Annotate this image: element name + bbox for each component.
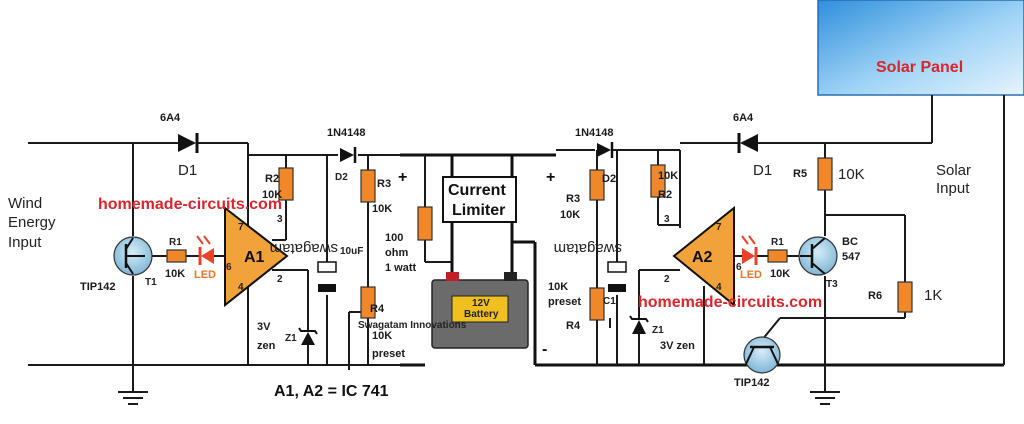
left-r3-value: 10K — [372, 203, 392, 215]
solar-panel-label: Solar Panel — [876, 59, 963, 76]
battery — [431, 272, 529, 349]
right-r3-name: R3 — [566, 193, 580, 205]
current-limiter-line1: Current — [448, 182, 506, 199]
left-r2-value: 10K — [262, 189, 282, 201]
opamp-a2 — [672, 205, 735, 308]
right-mirror-watermark: swagatam — [554, 240, 622, 257]
right-r4-type: preset — [548, 296, 581, 308]
left-r3-name: R3 — [377, 178, 391, 190]
a2-pin2: 2 — [664, 274, 670, 285]
current-limiter-box — [442, 176, 517, 223]
left-diode-1n4148 — [340, 147, 357, 163]
right-r3-value: 10K — [560, 209, 580, 221]
right-r6-name: R6 — [868, 290, 882, 302]
t1-label: T1 — [145, 277, 157, 288]
current-limiter-line2: Limiter — [452, 202, 505, 219]
left-z1-label: Z1 — [285, 333, 297, 344]
led-right — [741, 235, 758, 265]
tip142-right-label: TIP142 — [734, 377, 769, 389]
right-r5-name: R5 — [793, 168, 807, 180]
a1-pin6: 6 — [226, 262, 232, 273]
a1-pin3: 3 — [277, 214, 283, 225]
t3-label: T3 — [826, 279, 838, 290]
right-c1-label: C1 — [603, 296, 616, 307]
bc547-line1: BC — [842, 236, 858, 248]
left-brand-text: Swagatam Innovations — [358, 320, 467, 331]
transistor-t3 — [798, 236, 838, 276]
left-r4-type: preset — [372, 348, 405, 360]
capacitors — [317, 261, 627, 292]
right-d1-label: D1 — [753, 162, 772, 179]
right-r1-name: R1 — [771, 237, 784, 248]
right-6a4-label: 6A4 — [733, 112, 754, 124]
resistor-100-line2: ohm — [385, 247, 408, 259]
a1-pin4: 4 — [238, 282, 244, 293]
a2-pin3: 3 — [664, 214, 670, 225]
battery-line1: 12V — [472, 298, 490, 309]
left-d2-label: D2 — [335, 172, 348, 183]
bc547-line2: 547 — [842, 251, 860, 263]
a1-pin2: 2 — [277, 274, 283, 285]
right-plus-label: + — [546, 169, 555, 186]
left-diode-6a4 — [178, 133, 199, 153]
solar-panel: Solar Panel — [817, 0, 1024, 96]
right-led-label: LED — [740, 269, 762, 281]
battery-line2: Battery — [464, 309, 499, 320]
resistors — [166, 157, 913, 321]
watermark-right: homemade-circuits.com — [638, 294, 822, 311]
opamp-a1 — [224, 205, 289, 308]
ic-note: A1, A2 = IC 741 — [274, 383, 389, 400]
right-r6-value: 1K — [924, 287, 942, 304]
left-r1-value: 10K — [165, 268, 185, 280]
wind-input-line2: Energy — [8, 214, 56, 231]
right-minus-label: - — [542, 341, 547, 358]
left-cap-label: 10uF — [340, 246, 363, 257]
left-zener-zen: zen — [257, 340, 276, 352]
wind-input-line3: Input — [8, 234, 42, 251]
left-mirror-watermark: swagatam — [270, 240, 338, 257]
right-zener-label: 3V zen — [660, 340, 695, 352]
a2-label: A2 — [692, 249, 713, 266]
transistor-tip142-right — [743, 336, 781, 374]
a2-pin4: 4 — [716, 282, 722, 293]
resistor-100-line3: 1 watt — [385, 262, 417, 274]
left-plus-label: + — [398, 169, 407, 186]
transistor-t1 — [113, 236, 153, 276]
right-z1-label: Z1 — [652, 325, 664, 336]
a1-pin7: 7 — [238, 222, 244, 233]
watermark-left: homemade-circuits.com — [98, 196, 282, 213]
a1-label: A1 — [244, 249, 265, 266]
right-r5-value: 10K — [838, 166, 865, 183]
left-r1-name: R1 — [169, 237, 182, 248]
solar-input-line1: Solar — [936, 162, 971, 179]
right-r4-name: R4 — [566, 320, 581, 332]
left-r4-value: 10K — [372, 330, 392, 342]
left-led-label: LED — [194, 269, 216, 281]
right-diode-6a4 — [737, 133, 758, 153]
wind-input-line1: Wind — [8, 195, 42, 212]
left-zener-3v: 3V — [257, 321, 271, 333]
right-r2-name: R2 — [658, 189, 672, 201]
right-r2-value: 10K — [658, 170, 678, 182]
left-d1-label: D1 — [178, 162, 197, 179]
a2-pin6: 6 — [736, 262, 742, 273]
resistor-100-line1: 100 — [385, 232, 403, 244]
tip142-left-label: TIP142 — [80, 281, 115, 293]
wiring — [28, 95, 1005, 405]
right-diode-1n4148 — [597, 142, 614, 158]
right-1n4148-label: 1N4148 — [575, 127, 614, 139]
left-6a4-label: 6A4 — [160, 112, 181, 124]
right-d2-label: D2 — [602, 173, 616, 185]
right-r4-value: 10K — [548, 281, 568, 293]
right-r1-value: 10K — [770, 268, 790, 280]
left-r4-name: R4 — [370, 303, 385, 315]
led-left — [196, 235, 214, 265]
a2-pin7: 7 — [716, 222, 722, 233]
solar-input-line2: Input — [936, 180, 970, 197]
left-1n4148-label: 1N4148 — [327, 127, 366, 139]
left-r2-name: R2 — [265, 173, 279, 185]
zener-diodes — [298, 315, 649, 345]
